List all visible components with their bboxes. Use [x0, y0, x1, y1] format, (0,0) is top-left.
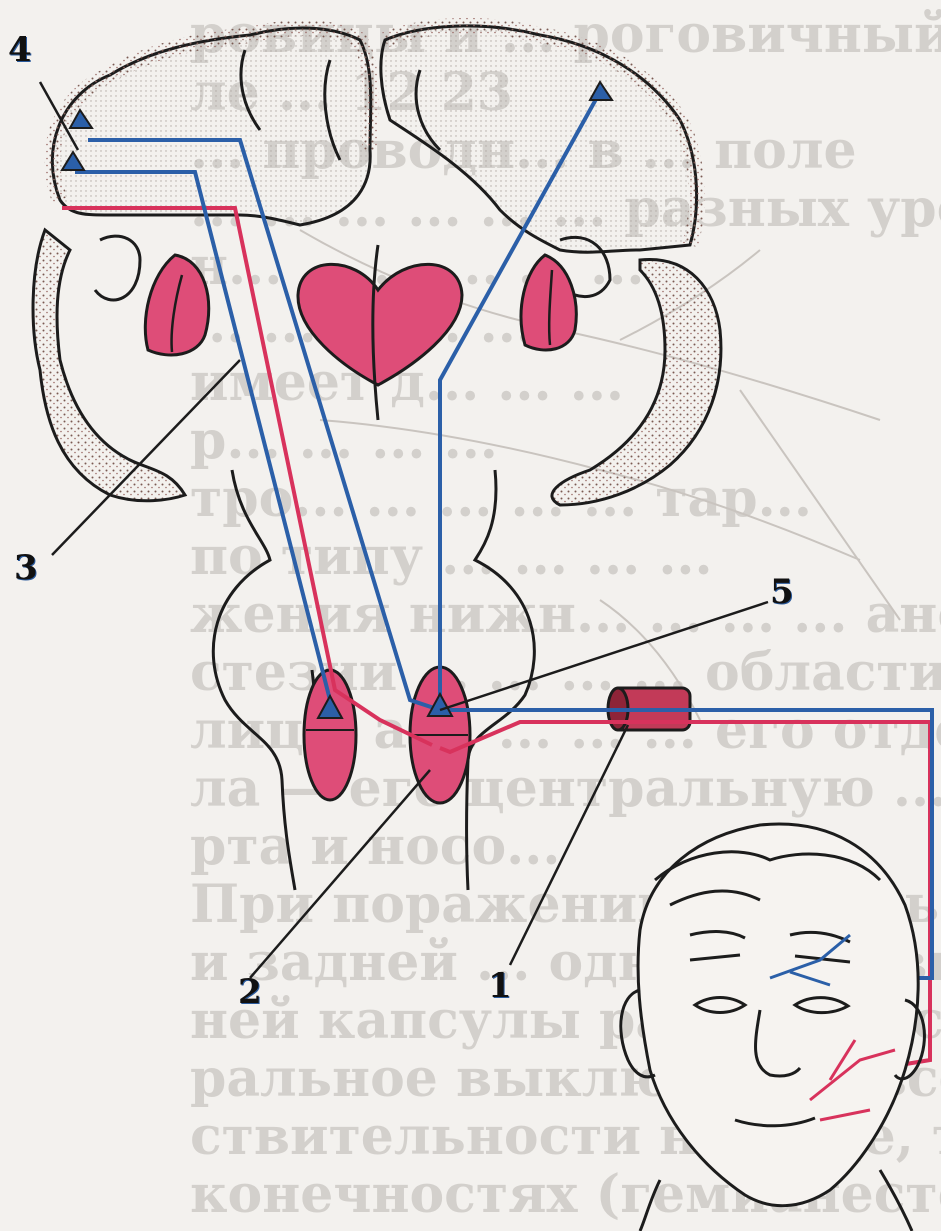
brainstem — [213, 470, 534, 890]
label-2: 2 — [238, 972, 262, 1012]
label-1: 1 — [488, 966, 512, 1006]
label-5: 5 — [770, 572, 794, 612]
label-3: 3 — [14, 548, 38, 588]
left-lentiform-nucleus — [145, 255, 208, 355]
right-lentiform-nucleus — [521, 255, 576, 350]
face-illustration — [621, 824, 925, 1231]
label-4: 4 — [8, 30, 32, 70]
left-sensory-nucleus — [304, 670, 356, 800]
